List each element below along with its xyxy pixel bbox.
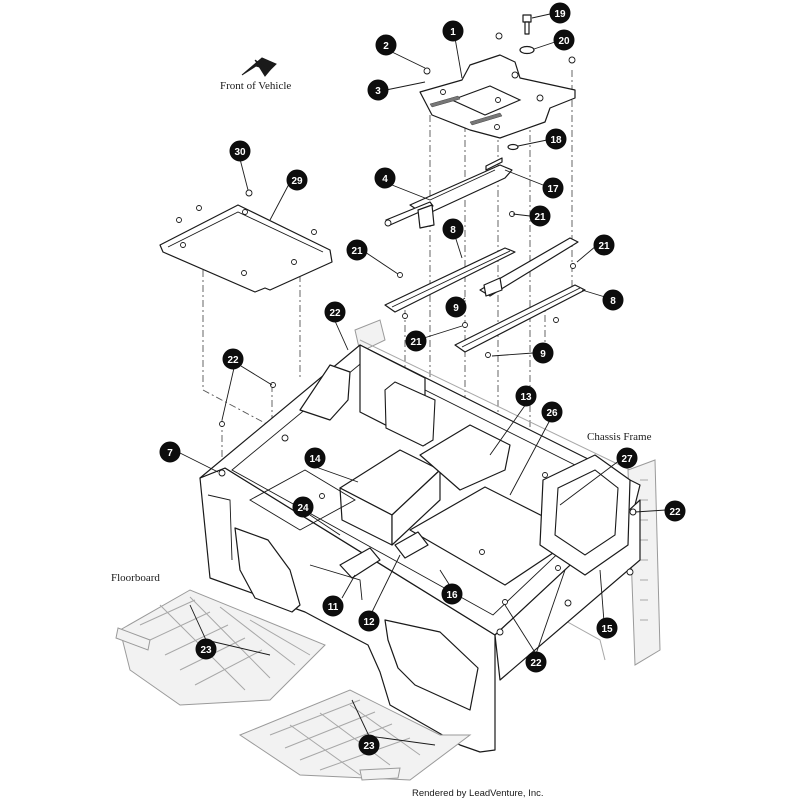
svg-text:21: 21: [598, 241, 610, 252]
svg-text:4: 4: [382, 174, 388, 185]
svg-text:19: 19: [554, 9, 566, 20]
callout-15: 15: [596, 617, 618, 639]
callout-23-b: 23: [358, 734, 380, 756]
svg-text:30: 30: [234, 147, 246, 158]
callout-21-b: 21: [593, 234, 615, 256]
callout-26: 26: [541, 401, 563, 423]
svg-text:23: 23: [200, 645, 212, 656]
svg-text:1: 1: [450, 27, 456, 38]
svg-text:23: 23: [363, 741, 375, 752]
callout-19: 19: [549, 2, 571, 24]
svg-text:22: 22: [669, 507, 681, 518]
callout-22-c: 22: [664, 500, 686, 522]
svg-text:27: 27: [621, 454, 633, 465]
callout-8-lower: 8: [602, 289, 624, 311]
callout-23-a: 23: [195, 638, 217, 660]
svg-text:22: 22: [530, 658, 542, 669]
callout-16: 16: [441, 583, 463, 605]
callout-27: 27: [616, 447, 638, 469]
svg-text:22: 22: [227, 355, 239, 366]
svg-text:16: 16: [446, 590, 458, 601]
callout-13: 13: [515, 385, 537, 407]
svg-text:8: 8: [610, 296, 616, 307]
svg-text:8: 8: [450, 225, 456, 236]
floor-tub: [199, 344, 641, 753]
svg-text:24: 24: [297, 503, 309, 514]
callout-3: 3: [367, 79, 389, 101]
callout-21-c: 21: [346, 239, 368, 261]
svg-text:21: 21: [534, 212, 546, 223]
svg-text:21: 21: [351, 246, 363, 257]
svg-text:18: 18: [550, 135, 562, 146]
callout-17-upper: 17: [542, 177, 564, 199]
svg-text:13: 13: [520, 392, 532, 403]
callout-24: 24: [292, 496, 314, 518]
callout-markers: 1 2 3 4 7 8 8 9 9 11 12 13 14 15 16 17 1…: [159, 2, 686, 756]
svg-text:14: 14: [309, 454, 321, 465]
chassis-frame-label: Chassis Frame: [587, 431, 652, 443]
callout-8-upper: 8: [442, 218, 464, 240]
rail-17: [479, 237, 579, 297]
bracket-4: [384, 201, 435, 229]
callout-29: 29: [286, 169, 308, 191]
svg-text:12: 12: [363, 617, 375, 628]
callout-9-lower: 9: [532, 342, 554, 364]
svg-text:2: 2: [383, 41, 389, 52]
rendered-by-credit: Rendered by LeadVenture, Inc.: [412, 788, 544, 799]
rail-upper: [384, 247, 516, 313]
svg-text:17: 17: [547, 184, 559, 195]
callout-7: 7: [159, 441, 181, 463]
callout-20: 20: [553, 29, 575, 51]
hardware-19-20: [423, 14, 576, 151]
access-cover-plate: [159, 189, 333, 293]
front-of-vehicle-label: Front of Vehicle: [220, 80, 291, 92]
svg-text:9: 9: [453, 303, 459, 314]
svg-text:7: 7: [167, 448, 173, 459]
callout-22-b: 22: [222, 348, 244, 370]
callout-1: 1: [442, 20, 464, 42]
callout-21-d: 21: [405, 330, 427, 352]
svg-text:29: 29: [291, 176, 303, 187]
leader-lines: [177, 13, 667, 746]
svg-text:26: 26: [546, 408, 558, 419]
floorboard-label: Floorboard: [111, 572, 160, 584]
svg-text:22: 22: [329, 308, 341, 319]
svg-text:3: 3: [375, 86, 381, 97]
callout-30: 30: [229, 140, 251, 162]
svg-text:11: 11: [328, 602, 339, 613]
callout-22-d: 22: [525, 651, 547, 673]
callout-22-a: 22: [324, 301, 346, 323]
callout-4: 4: [374, 167, 396, 189]
callout-21-a: 21: [529, 205, 551, 227]
callout-12: 12: [358, 610, 380, 632]
floorboard-right: [238, 689, 472, 781]
svg-text:15: 15: [601, 624, 613, 635]
mounting-bracket-plate: [419, 54, 576, 139]
callout-2: 2: [375, 34, 397, 56]
front-of-vehicle-arrow-icon: [241, 57, 277, 77]
callout-14: 14: [304, 447, 326, 469]
svg-text:9: 9: [540, 349, 546, 360]
svg-text:20: 20: [558, 36, 570, 47]
callout-9-upper: 9: [445, 296, 467, 318]
svg-text:21: 21: [410, 337, 422, 348]
callout-18: 18: [545, 128, 567, 150]
callout-11: 11: [322, 595, 344, 617]
